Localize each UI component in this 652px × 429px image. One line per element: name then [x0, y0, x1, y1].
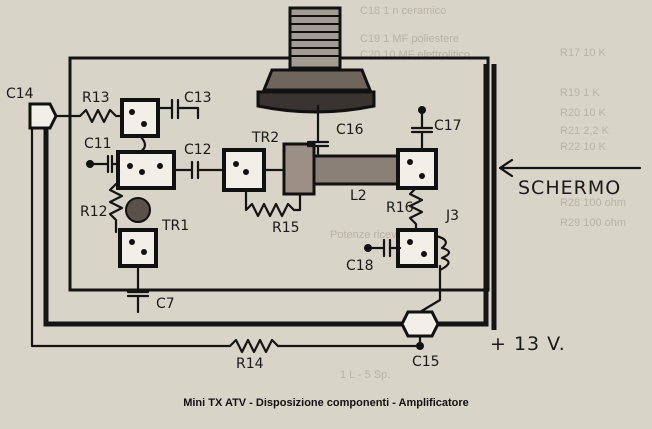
- tr1-transistor: [125, 197, 151, 223]
- label-c18: C18: [346, 258, 374, 274]
- svg-text:R29 100 ohm: R29 100 ohm: [560, 217, 626, 229]
- figure-caption: Mini TX ATV - Disposizione componenti - …: [183, 397, 469, 409]
- l2-inductor: [312, 154, 406, 186]
- label-c17: C17: [434, 118, 462, 134]
- svg-text:1 L - 5 Sp.: 1 L - 5 Sp.: [340, 369, 390, 381]
- label-c7: C7: [156, 296, 175, 312]
- c17-capacitor: [410, 110, 434, 152]
- svg-text:R28 100 ohm: R28 100 ohm: [560, 197, 626, 209]
- svg-text:Potenze ricevute: Potenze ricevute: [330, 229, 412, 241]
- c14-feedthrough: [28, 102, 82, 130]
- tr2-transistor: [282, 142, 316, 196]
- label-schermo: SCHERMO: [518, 177, 621, 199]
- c18-capacitor: [368, 238, 402, 258]
- svg-text:R19 1 K: R19 1 K: [560, 87, 600, 99]
- c7-capacitor: [126, 264, 150, 314]
- svg-text:C19 1 MF poliestere: C19 1 MF poliestere: [360, 33, 459, 45]
- label-r13: R13: [82, 90, 110, 106]
- svg-text:C18 1 n ceramico: C18 1 n ceramico: [360, 5, 446, 17]
- c15-feedthrough: [400, 264, 472, 350]
- label-r14: R14: [236, 356, 264, 372]
- pad-tr1-base: [116, 150, 176, 190]
- label-r12: R12: [80, 204, 108, 220]
- label-tr2: TR2: [251, 130, 279, 146]
- r14-resistor: [30, 126, 422, 354]
- j3-choke: [434, 234, 451, 272]
- label-supply: + 13 V.: [490, 333, 566, 355]
- label-l2: L2: [350, 188, 367, 204]
- c13-capacitor: [156, 98, 200, 120]
- label-j3: J3: [445, 208, 459, 224]
- label-c16: C16: [336, 122, 364, 138]
- c16-capacitor: [306, 126, 330, 158]
- label-c13: C13: [184, 90, 212, 106]
- label-r15: R15: [272, 220, 300, 236]
- label-tr1: TR1: [161, 218, 189, 234]
- pad-l2-out: [396, 148, 438, 190]
- pad-c13: [120, 98, 160, 138]
- r12-resistor: [108, 182, 124, 234]
- pad-j3: [396, 228, 438, 268]
- r15-resistor: [244, 188, 302, 218]
- pad-c7: [118, 228, 158, 268]
- c12-capacitor: [172, 160, 228, 180]
- label-c11: C11: [84, 136, 112, 152]
- label-c15: C15: [412, 354, 440, 370]
- label-r16: R16: [386, 200, 414, 216]
- r16-resistor: [408, 186, 424, 234]
- c11-capacitor: [90, 154, 122, 174]
- schermo-arrow: [498, 158, 642, 178]
- label-c12: C12: [184, 142, 212, 158]
- svg-text:R21 2,2 K: R21 2,2 K: [560, 125, 610, 137]
- svg-text:R20 10 K: R20 10 K: [560, 107, 607, 119]
- svg-text:R22 10 K: R22 10 K: [560, 141, 607, 153]
- antenna-connector: [256, 6, 376, 130]
- r13-resistor: [78, 108, 126, 124]
- label-c14: C14: [6, 86, 34, 102]
- svg-text:R17 10 K: R17 10 K: [560, 47, 607, 59]
